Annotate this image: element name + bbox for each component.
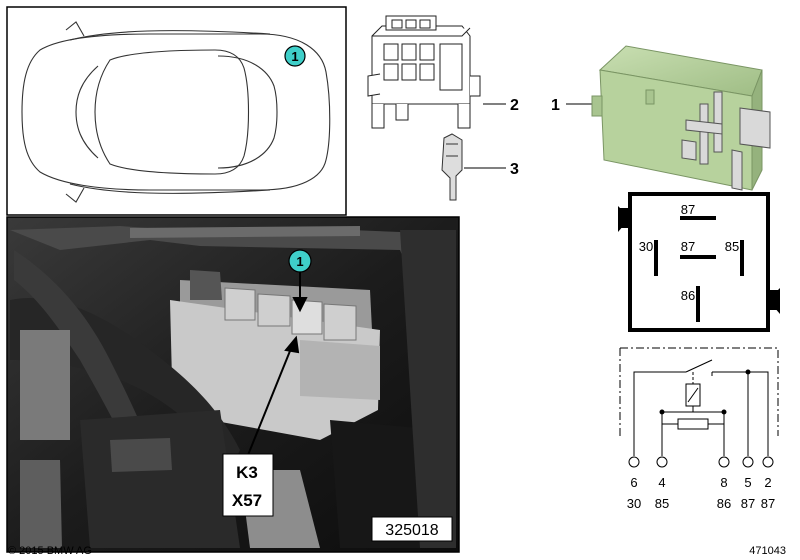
relay-drawing — [591, 45, 771, 191]
photo-callout: 1 — [288, 249, 312, 273]
svg-text:2: 2 — [764, 475, 771, 490]
svg-text:87: 87 — [761, 496, 775, 511]
installation-photo-panel: 1 K3 X57 325018 — [6, 216, 460, 553]
svg-text:K3: K3 — [236, 463, 258, 482]
schematic-pin-labels: 6 4 8 5 2 30 85 86 87 87 — [627, 475, 775, 511]
svg-text:87: 87 — [741, 496, 755, 511]
svg-text:8: 8 — [720, 475, 727, 490]
photo-ref-box: 325018 — [371, 516, 453, 542]
svg-text:4: 4 — [658, 475, 665, 490]
copyright-text: © 2015 BMW AG — [8, 545, 92, 557]
face-pin-85: 85 — [725, 239, 739, 254]
svg-text:1: 1 — [296, 254, 303, 269]
face-pin-30: 30 — [639, 239, 653, 254]
svg-text:86: 86 — [717, 496, 731, 511]
face-pin-87-top: 87 — [681, 202, 695, 217]
relay-pin-layout: 87 87 30 85 86 — [618, 192, 780, 332]
label-part-3: 3 — [510, 161, 519, 178]
label-part-2: 2 — [510, 97, 519, 114]
svg-text:X57: X57 — [232, 491, 262, 510]
location-label-box: K3 X57 — [222, 453, 274, 517]
car-outline — [21, 21, 331, 203]
svg-text:5: 5 — [744, 475, 751, 490]
svg-text:6: 6 — [630, 475, 637, 490]
svg-text:325018: 325018 — [385, 522, 438, 539]
relay-housing-drawing — [367, 15, 481, 129]
svg-text:85: 85 — [655, 496, 669, 511]
relay-blades — [681, 91, 771, 191]
photo-arrows — [245, 272, 308, 461]
photo-scene — [10, 226, 456, 548]
car-callout: 1 — [284, 45, 306, 67]
svg-text:30: 30 — [627, 496, 641, 511]
relay-schematic — [619, 347, 779, 468]
car-locator-panel: 1 — [6, 6, 347, 216]
diagram-id: 471043 — [749, 545, 786, 557]
face-pin-86: 86 — [681, 288, 695, 303]
svg-text:1: 1 — [291, 49, 298, 64]
label-part-1: 1 — [551, 97, 560, 114]
face-pin-87-center: 87 — [681, 239, 695, 254]
contact-pin-drawing — [441, 133, 463, 201]
